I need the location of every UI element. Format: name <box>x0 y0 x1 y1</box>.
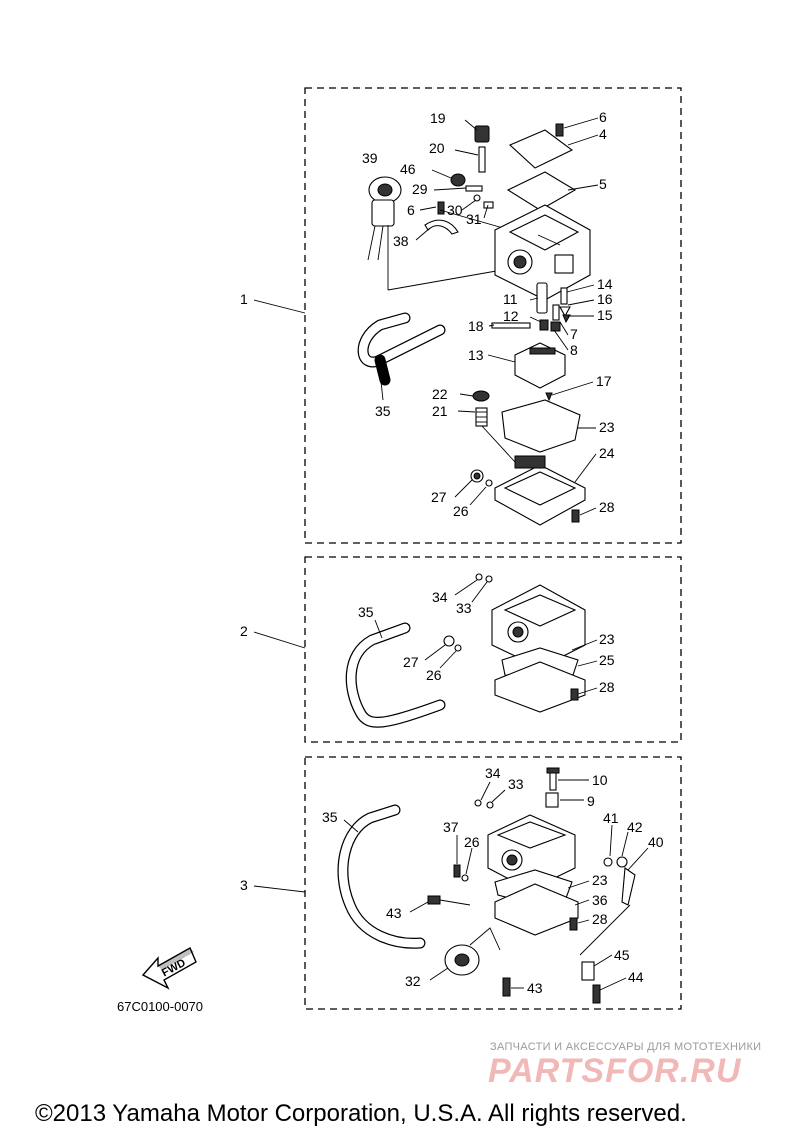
callout: 35 <box>358 604 374 620</box>
callout: 35 <box>322 809 338 825</box>
callout: 34 <box>432 589 448 605</box>
callout: 36 <box>592 892 608 908</box>
section-1-frame <box>304 87 682 544</box>
callout: 4 <box>599 126 607 142</box>
callout: 5 <box>599 176 607 192</box>
section-3-frame <box>304 756 682 1010</box>
callout: 39 <box>362 150 378 166</box>
section-label-1: 1 <box>240 291 248 307</box>
callout: 22 <box>432 386 448 402</box>
section-1-parts <box>357 123 591 526</box>
callout: 35 <box>375 403 391 419</box>
callout: 6 <box>599 109 607 125</box>
callout: 26 <box>464 834 480 850</box>
watermark-logo: PARTSFOR.RU <box>488 1052 742 1090</box>
callout: 34 <box>485 765 501 781</box>
callout: 23 <box>599 631 615 647</box>
callout: 15 <box>597 307 613 323</box>
callout: 40 <box>648 834 664 850</box>
callout: 27 <box>431 489 447 505</box>
callout: 20 <box>429 140 445 156</box>
section-2-callouts: 34 33 35 23 25 27 26 28 <box>358 589 615 695</box>
callout: 32 <box>405 973 421 989</box>
callout: 28 <box>599 499 615 515</box>
callout: 25 <box>599 652 615 668</box>
section-label-3: 3 <box>240 877 248 893</box>
callout: 33 <box>508 776 524 792</box>
diagram-code: 67C0100-0070 <box>117 999 203 1014</box>
callout: 10 <box>592 772 608 788</box>
callout: 31 <box>466 211 482 227</box>
callout: 43 <box>527 980 543 996</box>
callout: 44 <box>628 969 644 985</box>
callout: 14 <box>597 276 613 292</box>
callout: 9 <box>587 793 595 809</box>
section-3-leaders <box>343 779 649 991</box>
fwd-label: FWD <box>160 957 188 979</box>
callout: 6 <box>407 202 415 218</box>
callout: 30 <box>447 202 463 218</box>
copyright-notice: ©2013 Yamaha Motor Corporation, U.S.A. A… <box>35 1100 687 1127</box>
callout: 12 <box>503 308 519 324</box>
section-1-callouts: 19 6 4 20 39 46 5 29 6 30 31 38 14 11 16… <box>362 109 615 519</box>
callout: 23 <box>592 872 608 888</box>
callout: 8 <box>570 342 578 358</box>
callout: 19 <box>430 110 446 126</box>
callout: 7 <box>570 326 578 342</box>
callout: 43 <box>386 905 402 921</box>
section-2-frame <box>304 556 682 743</box>
callout: 26 <box>426 667 442 683</box>
callout: 13 <box>468 347 484 363</box>
callout: 18 <box>468 318 484 334</box>
callout: 23 <box>599 419 615 435</box>
callout: 45 <box>614 947 630 963</box>
callout: 17 <box>596 373 612 389</box>
watermark-tagline: ЗАПЧАСТИ И АКСЕССУАРЫ ДЛЯ МОТОТЕХНИКИ <box>490 1041 762 1053</box>
fwd-arrow-icon: FWD <box>141 947 197 990</box>
callout: 42 <box>627 819 643 835</box>
callout: 26 <box>453 503 469 519</box>
callout: 24 <box>599 445 615 461</box>
callout: 41 <box>603 810 619 826</box>
callout: 46 <box>400 161 416 177</box>
section-1-leaders <box>379 117 599 516</box>
section-3-parts <box>337 767 636 1004</box>
callout: 37 <box>443 819 459 835</box>
callout: 21 <box>432 403 448 419</box>
callout: 38 <box>393 233 409 249</box>
section-3-callouts: 34 33 10 9 35 41 42 37 40 26 23 36 43 28… <box>322 765 664 996</box>
callout: 16 <box>597 291 613 307</box>
callout: 28 <box>592 911 608 927</box>
callout: 27 <box>403 654 419 670</box>
section-2-parts <box>345 573 586 728</box>
section-2-leaders <box>374 579 598 695</box>
section-label-2: 2 <box>240 623 248 639</box>
callout: 11 <box>503 291 518 307</box>
callout: 29 <box>412 181 428 197</box>
callout: 33 <box>456 600 472 616</box>
callout: 28 <box>599 679 615 695</box>
